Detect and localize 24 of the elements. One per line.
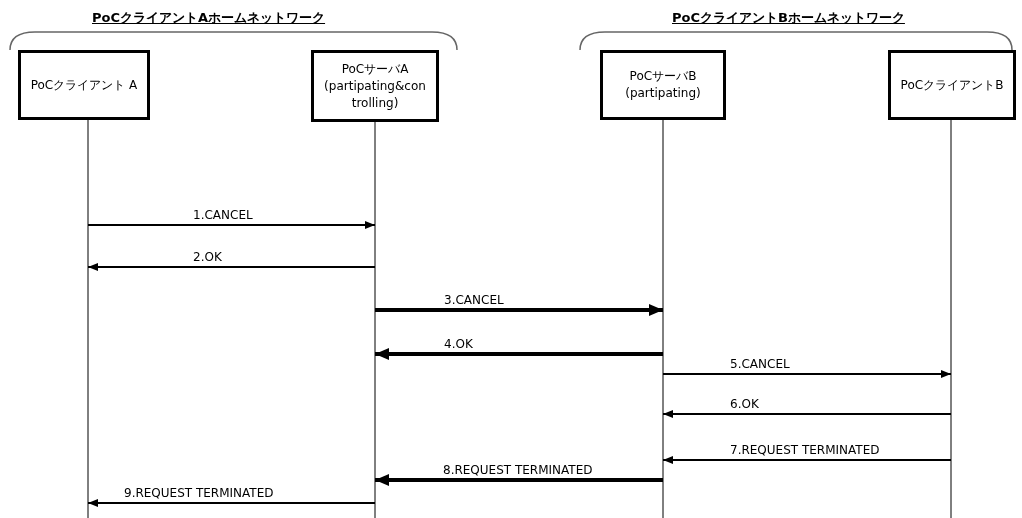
message-arrow xyxy=(87,221,376,229)
edge-label: 5.CANCEL xyxy=(729,357,791,371)
edge-label: 9.REQUEST TERMINATED xyxy=(123,486,275,500)
edge-label: 3.CANCEL xyxy=(443,293,505,307)
edge-label: 2.OK xyxy=(192,250,223,264)
message-arrow xyxy=(662,456,952,464)
message-arrow xyxy=(662,370,952,378)
message-arrow xyxy=(375,348,663,360)
participant-name: PoCクライアントB xyxy=(899,76,1005,94)
edge-label: 6.OK xyxy=(729,397,760,411)
message-arrow xyxy=(87,263,376,271)
group-heading: PoCクライアントAホームネットワーク xyxy=(92,9,326,27)
message-arrow xyxy=(375,474,663,486)
participant-name: PoCサーバA (partipating&con trolling) xyxy=(323,60,427,112)
edge-label: 7.REQUEST TERMINATED xyxy=(729,443,881,457)
edge-label: 4.OK xyxy=(443,337,474,351)
message-arrow xyxy=(87,499,376,507)
message-arrow xyxy=(662,410,952,418)
edge-label: 8.REQUEST TERMINATED xyxy=(442,463,594,477)
group-heading: PoCクライアントBホームネットワーク xyxy=(672,9,905,27)
participant-name: PoCクライアント A xyxy=(29,76,139,94)
message-arrow xyxy=(375,304,663,316)
edge-label: 1.CANCEL xyxy=(192,208,254,222)
participant-name: PoCサーバB (partipating) xyxy=(624,68,702,102)
